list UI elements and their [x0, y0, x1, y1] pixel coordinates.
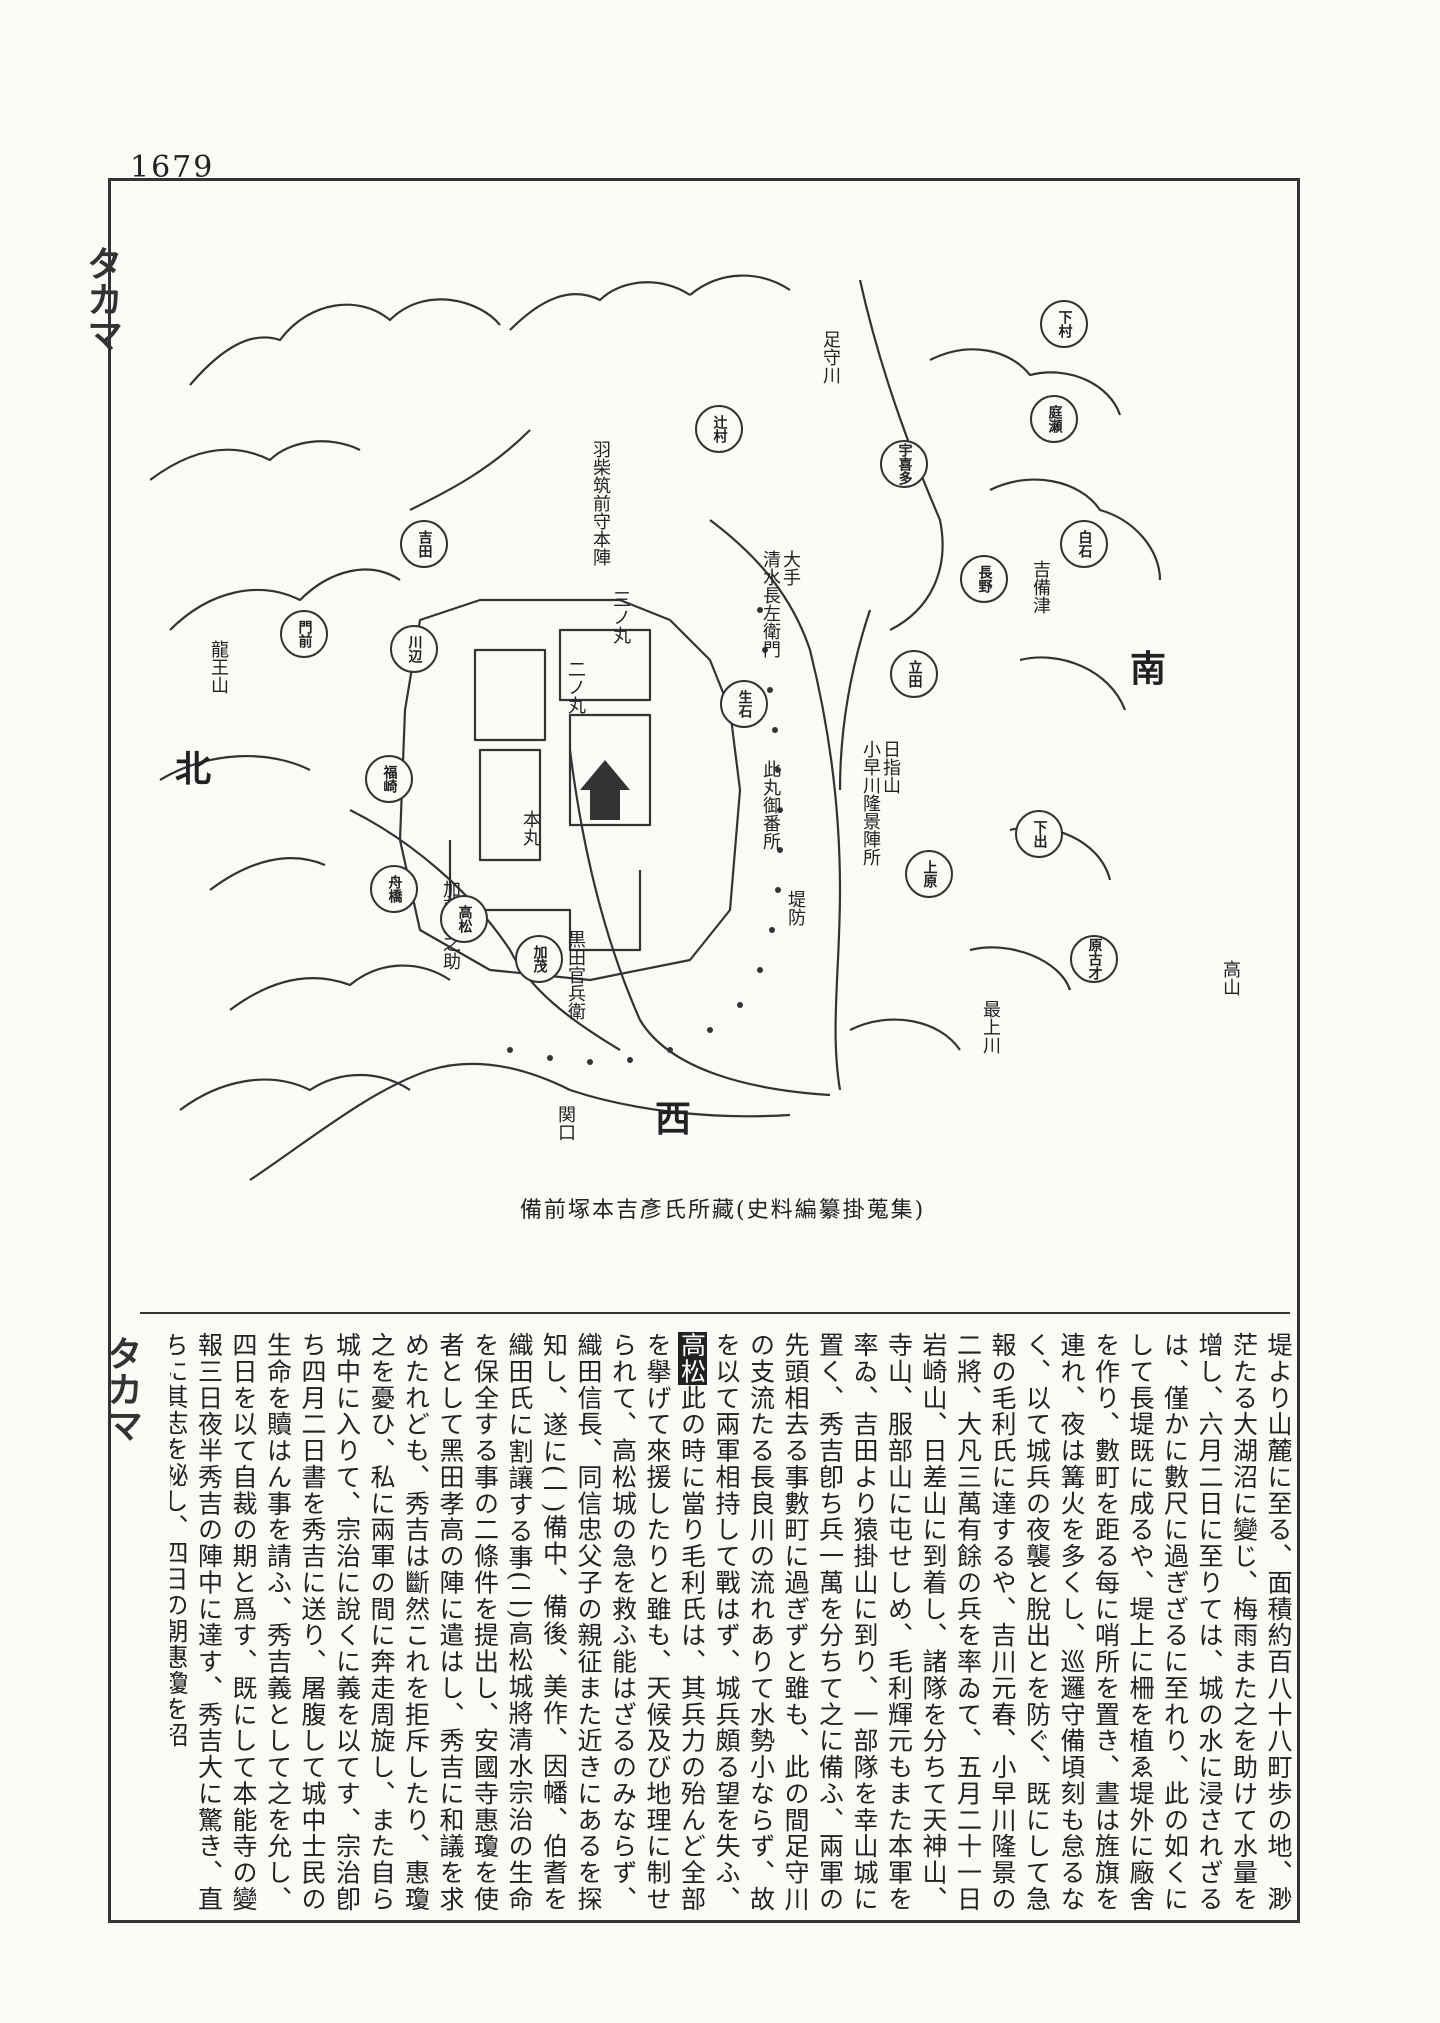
mountain-outline [689, 274, 791, 296]
embankment-line [709, 519, 842, 1091]
map-label-kibitsu: 吉備津 [1030, 560, 1051, 614]
map-village-circle: 生石 [720, 680, 768, 728]
map-village-circle: 川辺 [390, 625, 438, 673]
map-label-yanagi: 此丸御番所 [760, 760, 781, 850]
mountain-outline [989, 478, 1162, 581]
battle-map-illustration [150, 274, 1162, 1181]
mountain-outline [150, 440, 361, 481]
map-label-sannomaru: 三ノ丸 [610, 590, 631, 644]
map-village-circle: 長野 [960, 555, 1008, 603]
road-line [569, 1088, 791, 1118]
map-village-circle: 舟橋 [370, 865, 418, 913]
map-village-circle: 吉田 [400, 520, 448, 568]
road-line [349, 809, 621, 1051]
body-text-part-1: 堤より山麓に至る、面積約百八十八町歩の地、渺茫たる大湖沼に變じ、梅雨また之を助け… [712, 1332, 1293, 1912]
map-village-circle: 下出 [1015, 810, 1063, 858]
map-village-circle: 門前 [280, 610, 328, 658]
map-label-suzumegaoka: 足守川 [820, 330, 841, 384]
mountain-outline [509, 281, 691, 331]
embankment-line [838, 609, 872, 791]
map-direction-north: 北 [175, 748, 212, 790]
map-village-circle: 白石 [1060, 520, 1108, 568]
header-word-mid: タカマ [101, 1335, 142, 1443]
map-label-kuroda: 黒田官兵衛 [565, 930, 586, 1020]
map-label-mogami: 最上川 [980, 1000, 1001, 1054]
road-line [409, 429, 531, 511]
map-village-circle: 福崎 [365, 755, 413, 803]
castle-ninomaru [478, 748, 542, 862]
map-label-honmaru: 本丸 [520, 810, 541, 846]
mountain-outline [179, 1074, 411, 1111]
section-divider [140, 1312, 1290, 1314]
page-frame [108, 178, 1300, 1923]
map-village-circle: 庭瀬 [1030, 395, 1078, 443]
mountain-outline [969, 946, 1072, 991]
mountain-outline [209, 857, 326, 891]
castle-honmaru [473, 648, 547, 742]
map-village-circle: 原古才 [1070, 935, 1118, 983]
map-label-takayama: 高山 [1220, 960, 1241, 996]
map-village-circle: 加茂 [515, 935, 563, 983]
body-text: 堤より山麓に至る、面積約百八十八町歩の地、渺茫たる大湖沼に變じ、梅雨また之を助け… [170, 1332, 1295, 1912]
map-village-circle: 下村 [1040, 300, 1088, 348]
castle-sannomaru [558, 628, 652, 702]
mountain-outline [1019, 656, 1127, 711]
map-village-circle: 辻村 [695, 405, 743, 453]
map-label-kitagawa: 堤防 [785, 890, 806, 926]
map-label-sekiguchi: 関口 [555, 1105, 576, 1141]
map-label-hiyorayama: 日指山 小早川隆景陣所 [860, 740, 901, 866]
map-label-ryuo: 龍王山 [208, 640, 229, 694]
road-line [249, 1062, 571, 1181]
castle-tower-base [590, 790, 620, 820]
map-village-circle: 宇喜多 [880, 440, 928, 488]
map-label-gate: 大手 清水長左衛門 [760, 550, 801, 658]
map-label-ninomaru: 二ノ丸 [565, 660, 586, 714]
castle-tower-icon [580, 760, 630, 790]
mountain-outline [169, 568, 401, 631]
mountain-outline [929, 348, 1122, 416]
map-direction-west: 西 [655, 1098, 692, 1140]
mountain-outline [159, 754, 311, 781]
map-village-circle: 立田 [890, 650, 938, 698]
castle-inner-bailey [568, 713, 652, 827]
map-caption: 備前塚本吉彥氏所藏(史料編纂掛蒐集) [520, 1198, 926, 1223]
header-word-top: タカマ [81, 245, 122, 353]
river-line [858, 279, 944, 631]
body-text-part-2: 此の時に當り毛利氏は、其兵力の殆んど全部を擧げて來援したりと雖も、天候及び地理に… [170, 1332, 707, 1912]
map-direction-south: 南 [1130, 648, 1167, 690]
mountain-outline [849, 1018, 961, 1051]
map-village-circle: 上原 [905, 850, 953, 898]
map-label-hashiba: 羽柴筑前守本陣 [590, 440, 611, 566]
mountain-outline [189, 298, 501, 386]
body-text-highlight: 高松 [677, 1332, 707, 1385]
mountain-outline [229, 964, 451, 1011]
map-village-circle: 高松 [440, 895, 488, 943]
